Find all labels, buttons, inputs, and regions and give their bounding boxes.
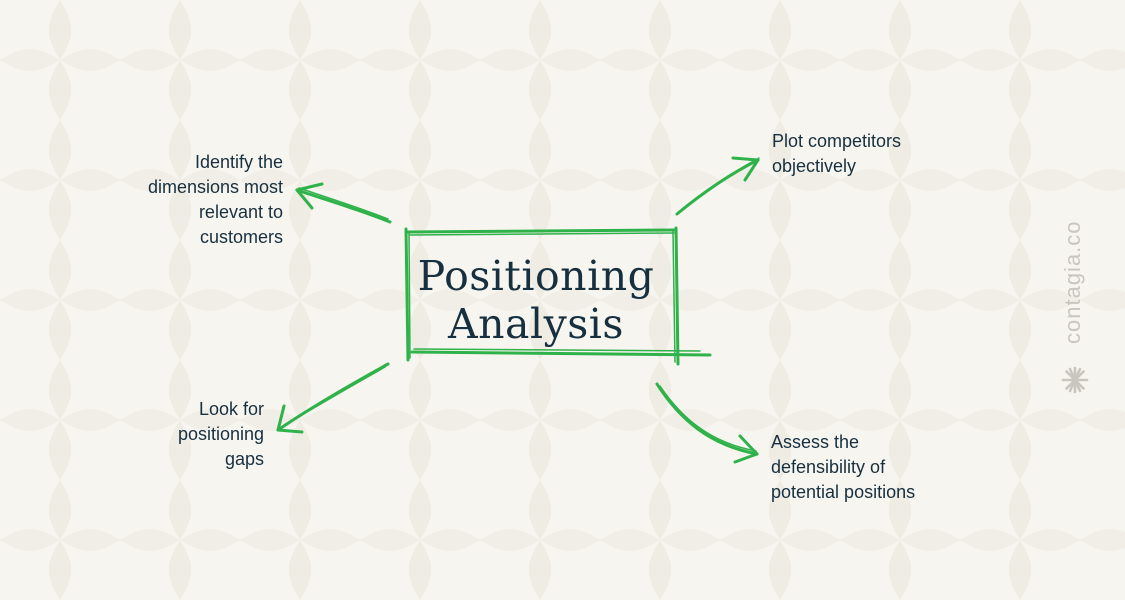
branch-label-top-left: Identify the dimensions most relevant to… — [148, 150, 283, 250]
branch-label-bottom-right: Assess the defensibility of potential po… — [771, 430, 915, 505]
title-line-2: Analysis — [448, 300, 624, 348]
brand-name: contagia.co — [1060, 220, 1085, 344]
branch-line: Plot competitors — [772, 131, 902, 151]
branch-line: relevant to — [198, 202, 283, 222]
branch-line: Identify the — [194, 152, 283, 172]
branch-line: objectively — [772, 156, 857, 176]
branch-line: defensibility of — [771, 457, 886, 477]
arrow-top-right — [675, 156, 760, 216]
asterisk-logo-icon — [1061, 366, 1089, 394]
branch-line: Assess the — [771, 432, 860, 452]
branch-line: dimensions most — [147, 177, 283, 197]
title-line-1: Positioning — [417, 252, 655, 300]
center-box — [404, 226, 712, 366]
branch-line: Look for — [198, 399, 264, 419]
diagram-title: Positioning Analysis — [412, 252, 660, 348]
branch-line: gaps — [224, 449, 264, 469]
branch-label-bottom-left: Look for positioning gaps — [178, 397, 264, 472]
branch-label-top-right: Plot competitors objectively — [772, 129, 901, 179]
arrow-bottom-left — [276, 362, 390, 434]
arrow-bottom-right — [655, 382, 759, 464]
arrow-top-left — [295, 182, 392, 224]
branch-line: customers — [199, 227, 283, 247]
brand-watermark: contagia.co — [1046, 212, 1106, 352]
branch-line: potential positions — [771, 482, 916, 502]
branch-line: positioning — [177, 424, 264, 444]
